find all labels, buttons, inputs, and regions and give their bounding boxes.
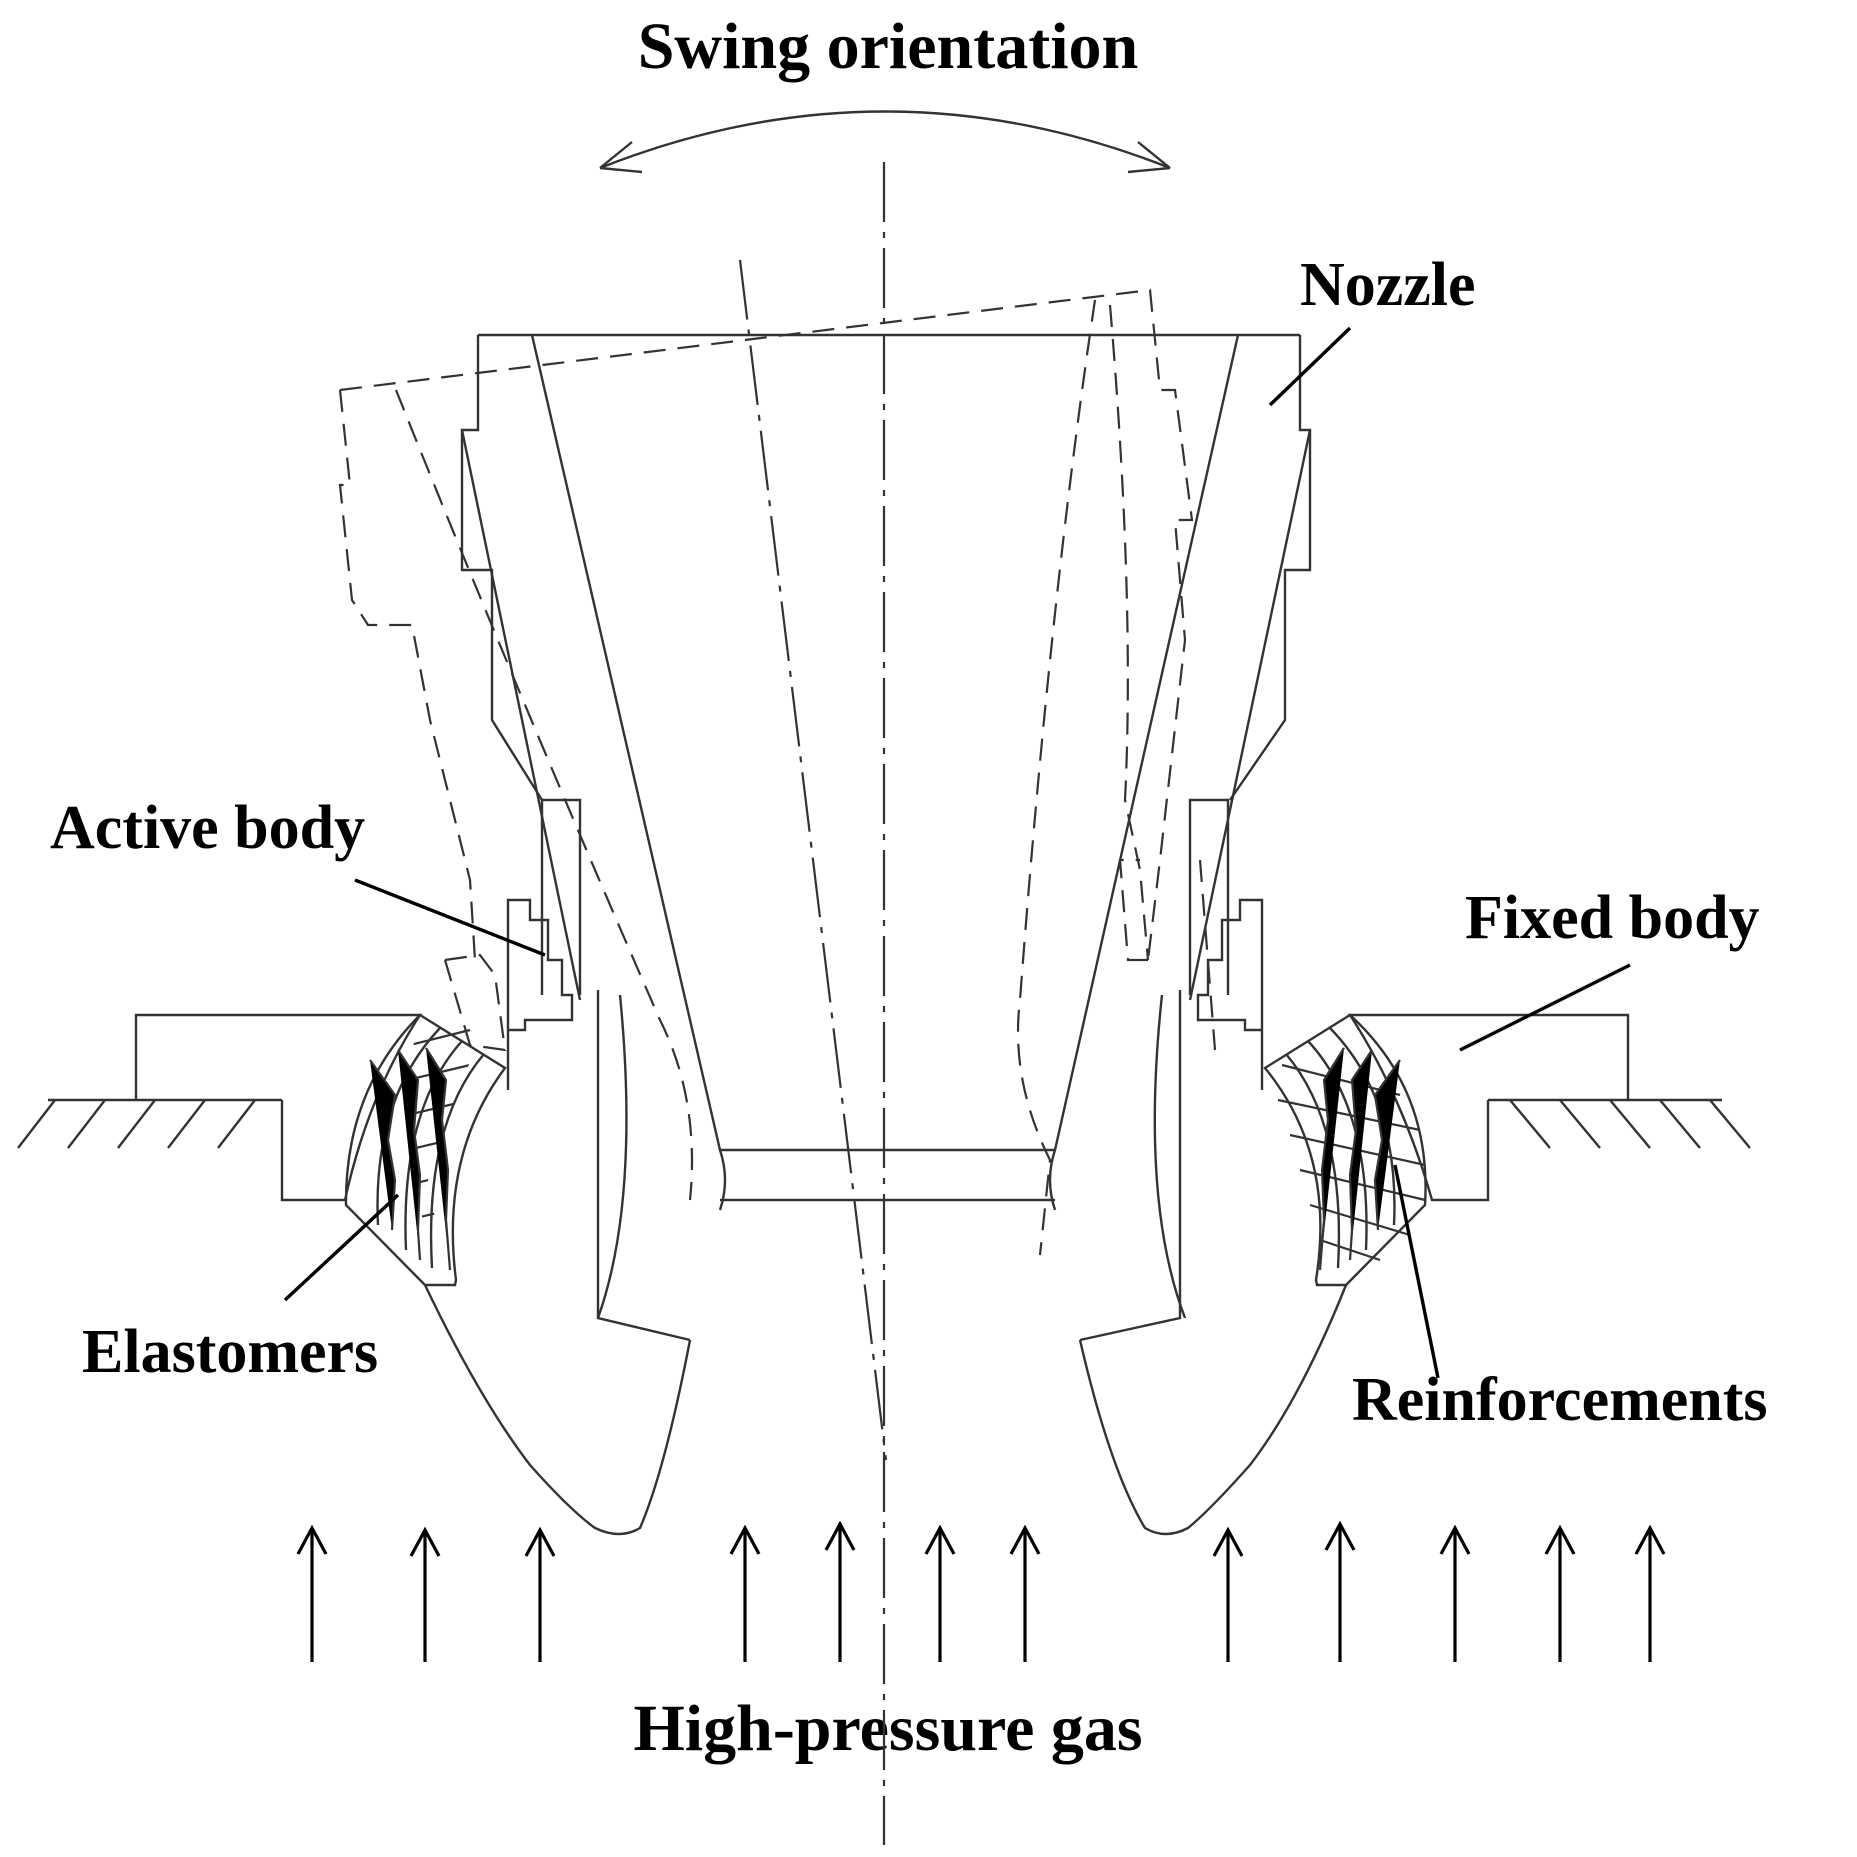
fixed-body-leader [1459,963,1631,1052]
gas-flow-arrow [409,1526,441,1662]
gas-flow-arrow [1439,1524,1471,1662]
reinforcements-label: Reinforcements [1352,1366,1768,1434]
ground-hatch-right [1488,1098,1751,1149]
gas-flow-arrow [1324,1520,1356,1662]
nozzle-body [423,333,1348,1536]
swing-orientation-label: Swing orientation [638,10,1139,83]
high-pressure-gas-label: High-pressure gas [633,1692,1142,1765]
active-body-left-inner [540,798,582,995]
gas-flow-arrow [1212,1526,1244,1662]
active-body-label: Active body [50,794,365,862]
active-body-left [506,898,574,1090]
deflected-nozzle-outline [338,288,1217,1256]
elastomers-leader [283,1193,400,1302]
nozzle-leader [1268,326,1352,407]
active-body-right-inner [1188,798,1230,995]
nozzle-label: Nozzle [1300,251,1476,319]
gas-flow-arrow [824,1520,856,1662]
swing-arc-arrow [599,110,1171,174]
gas-flow-arrow [1634,1524,1666,1662]
fixed-body-right [1347,1013,1630,1202]
elastomers-label: Elastomers [82,1318,378,1386]
gas-arrows-group [296,1520,1666,1662]
gas-flow-arrow [1009,1524,1041,1662]
fixed-body-label: Fixed body [1465,884,1760,952]
elastomer-stack-right [1263,1013,1427,1287]
deflected-axis-line [738,259,888,1461]
reinforcements-leader [1393,1164,1440,1379]
gas-flow-arrow [1544,1524,1576,1662]
gas-flow-arrow [729,1524,761,1662]
active-body-right [1196,898,1264,1090]
elastomer-stack-left [344,1013,507,1287]
gas-flow-arrow [924,1524,956,1662]
gas-flow-arrow [296,1524,328,1662]
ground-hatch-left [17,1098,282,1149]
active-body-leader [354,878,546,957]
gas-flow-arrow [524,1526,556,1662]
